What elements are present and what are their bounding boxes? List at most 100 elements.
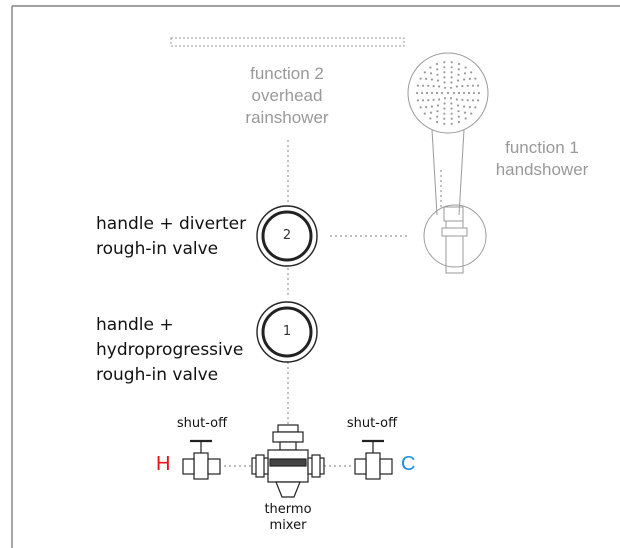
shower-nozzle-dot — [468, 77, 471, 80]
shower-nozzle-dot — [457, 115, 460, 118]
shower-nozzle-dot — [457, 91, 461, 95]
shower-nozzle-dot — [440, 91, 444, 95]
shower-nozzle-dot — [468, 106, 471, 109]
function2-title: function 2 — [250, 64, 324, 83]
hydro-valve-line1: handle + — [96, 315, 174, 335]
shower-nozzle-dot — [443, 97, 447, 100]
shower-nozzle-dot — [443, 86, 447, 89]
shower-nozzle-dot — [450, 61, 453, 64]
shower-nozzle-dot — [422, 84, 425, 87]
shower-nozzle-dot — [419, 106, 422, 109]
shower-nozzle-dot — [450, 71, 453, 74]
shower-nozzle-dot — [427, 84, 430, 87]
shower-nozzle-dot — [443, 81, 446, 84]
shower-nozzle-dot — [449, 97, 453, 100]
hydro-valve-line3: rough-in valve — [96, 365, 219, 385]
shower-nozzle-dot — [450, 102, 453, 105]
thermo-mixer-line1: thermo — [264, 502, 312, 517]
shower-nozzle-dot — [461, 98, 464, 101]
shower-nozzle-dot — [443, 71, 446, 74]
thermo-mixer-label: thermo mixer — [255, 502, 321, 534]
shower-nozzle-dot — [457, 68, 460, 71]
shower-nozzle-dot — [420, 91, 424, 95]
shower-nozzle-dot — [467, 91, 471, 95]
shower-nozzle-dot — [466, 99, 469, 102]
diverter-valve-label: handle + diverter rough-in valve — [96, 212, 246, 262]
shower-nozzle-dot — [449, 86, 453, 89]
shower-nozzle-dot — [477, 99, 480, 102]
diverter-valve-icon — [256, 205, 318, 267]
shower-nozzle-dot — [446, 91, 450, 95]
shower-nozzle-dot — [463, 111, 467, 114]
shower-nozzle-dot — [416, 99, 419, 102]
shower-nozzle-dot — [430, 105, 433, 108]
shower-nozzle-dot — [450, 81, 453, 84]
shower-nozzle-dot — [455, 85, 458, 88]
shower-nozzle-dot — [463, 105, 466, 108]
overhead-rainshower-icon — [170, 37, 405, 47]
shower-nozzle-dot — [429, 111, 433, 114]
shower-nozzle-dot — [464, 117, 467, 120]
shower-nozzle-dot — [463, 72, 467, 75]
thermo-mixer-line2: mixer — [269, 518, 307, 533]
shower-nozzle-dot — [436, 79, 440, 82]
shower-nozzle-dot — [427, 99, 430, 102]
handshower-icon — [407, 52, 489, 274]
shower-nozzle-dot — [432, 85, 435, 88]
shower-nozzle-dot — [443, 107, 446, 110]
shutoff-valve-icon — [182, 439, 221, 480]
thermo-mixer-icon — [251, 424, 325, 498]
shower-nozzle-dot — [452, 91, 456, 95]
shower-nozzle-dot — [436, 73, 439, 76]
function1-line2: handshower — [495, 160, 589, 179]
shower-nozzle-dot — [450, 112, 453, 115]
shower-nozzle-dot — [471, 99, 474, 102]
shower-nozzle-dot — [443, 117, 446, 120]
shower-nozzle-dot — [474, 106, 477, 109]
shower-nozzle-dot — [443, 61, 446, 64]
function2-line2: overhead — [251, 86, 323, 105]
shower-nozzle-dot — [477, 91, 481, 95]
shower-nozzle-dot — [425, 106, 428, 109]
shower-nozzle-dot — [457, 110, 460, 113]
shower-nozzle-dot — [443, 76, 446, 79]
hydroprogressive-valve-icon — [256, 301, 318, 363]
shower-nozzle-dot — [443, 112, 446, 115]
shower-nozzle-dot — [456, 104, 460, 107]
shower-nozzle-dot — [422, 99, 425, 102]
shower-nozzle-dot — [432, 98, 435, 101]
shower-nozzle-dot — [450, 107, 453, 110]
shower-nozzle-dot — [423, 112, 426, 115]
shower-nozzle-dot — [436, 115, 439, 118]
valve2-number: 2 — [282, 228, 292, 243]
diverter-valve-line2: rough-in valve — [96, 239, 219, 259]
shower-nozzle-dot — [455, 98, 458, 101]
hydro-valve-line2: hydroprogressive — [96, 340, 244, 360]
function1-label: function 1 handshower — [482, 137, 602, 181]
shutoff-valve-icon — [354, 439, 393, 480]
shower-nozzle-dot — [463, 78, 466, 81]
valve1-number: 1 — [282, 324, 292, 339]
shower-nozzle-dot — [435, 120, 439, 124]
shower-nozzle-dot — [443, 122, 446, 125]
shower-nozzle-dot — [466, 84, 469, 87]
shower-nozzle-dot — [443, 102, 446, 105]
shower-nozzle-dot — [456, 79, 460, 82]
diverter-valve-line1: handle + diverter — [96, 214, 247, 234]
shower-nozzle-dot — [423, 71, 426, 74]
shower-nozzle-dot — [429, 66, 432, 69]
shower-nozzle-dot — [416, 84, 419, 87]
shower-nozzle-dot — [462, 91, 466, 95]
pipe-lines — [224, 140, 442, 467]
shower-nozzle-dot — [477, 84, 480, 87]
shower-nozzle-dot — [430, 91, 434, 95]
shower-nozzle-dot — [461, 85, 464, 88]
shower-nozzle-dot — [429, 117, 432, 120]
shower-nozzle-dot — [457, 120, 461, 124]
hot-label: H — [156, 453, 171, 475]
shower-nozzle-dot — [443, 66, 446, 69]
shower-nozzle-dot — [425, 91, 429, 95]
shower-nozzle-dot — [464, 66, 467, 69]
shower-nozzle-dot — [450, 117, 453, 120]
shower-nozzle-dot — [415, 91, 419, 95]
